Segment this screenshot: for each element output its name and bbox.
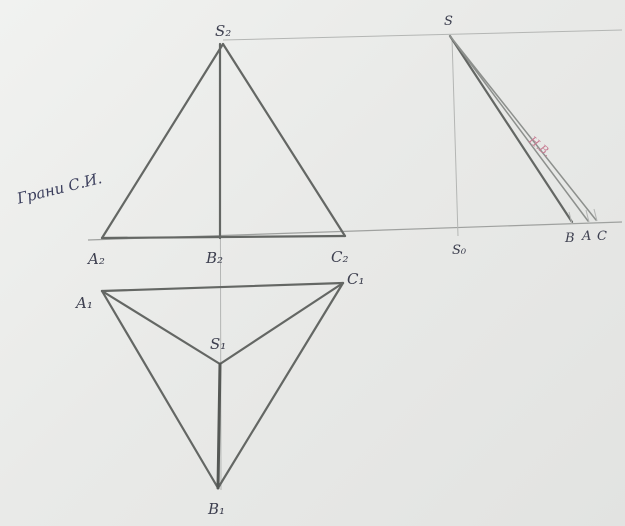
label-c2: C₂ <box>331 248 349 266</box>
label-a1: A₁ <box>74 294 93 312</box>
label-s: S <box>444 14 453 29</box>
label-b1: B₁ <box>207 500 225 518</box>
label-a2: A₂ <box>86 250 105 268</box>
true-length-sa <box>449 35 589 222</box>
tick-a <box>585 209 590 223</box>
edge-s1-b1 <box>216 362 222 490</box>
handwritten-note: Грани С.И. <box>14 169 104 208</box>
true-length-sc <box>449 35 597 221</box>
edge-c1-s1 <box>218 281 345 366</box>
label-s2: S₂ <box>215 22 231 40</box>
true-length-sb <box>448 34 574 224</box>
vertical-line-s-s0 <box>451 37 459 237</box>
edge-s2-a2 <box>100 42 225 240</box>
edge-a1-b1 <box>100 289 220 490</box>
label-b2: B₂ <box>205 249 223 267</box>
tick-b <box>568 211 573 225</box>
label-c1: C₁ <box>347 270 365 288</box>
edge-a1-c1 <box>100 281 345 293</box>
label-b: B <box>564 231 575 246</box>
label-a: A <box>581 229 591 244</box>
edge-s2-c2 <box>221 42 347 238</box>
height-projection-line <box>222 29 623 41</box>
label-c: C <box>597 229 607 244</box>
edge-c1-b1 <box>216 281 345 490</box>
edge-a1-s1 <box>100 289 222 366</box>
edge-a2-c2 <box>100 234 347 240</box>
label-s1: S₁ <box>210 335 226 353</box>
label-s0: S₀ <box>452 243 467 258</box>
tick-c <box>593 208 598 222</box>
